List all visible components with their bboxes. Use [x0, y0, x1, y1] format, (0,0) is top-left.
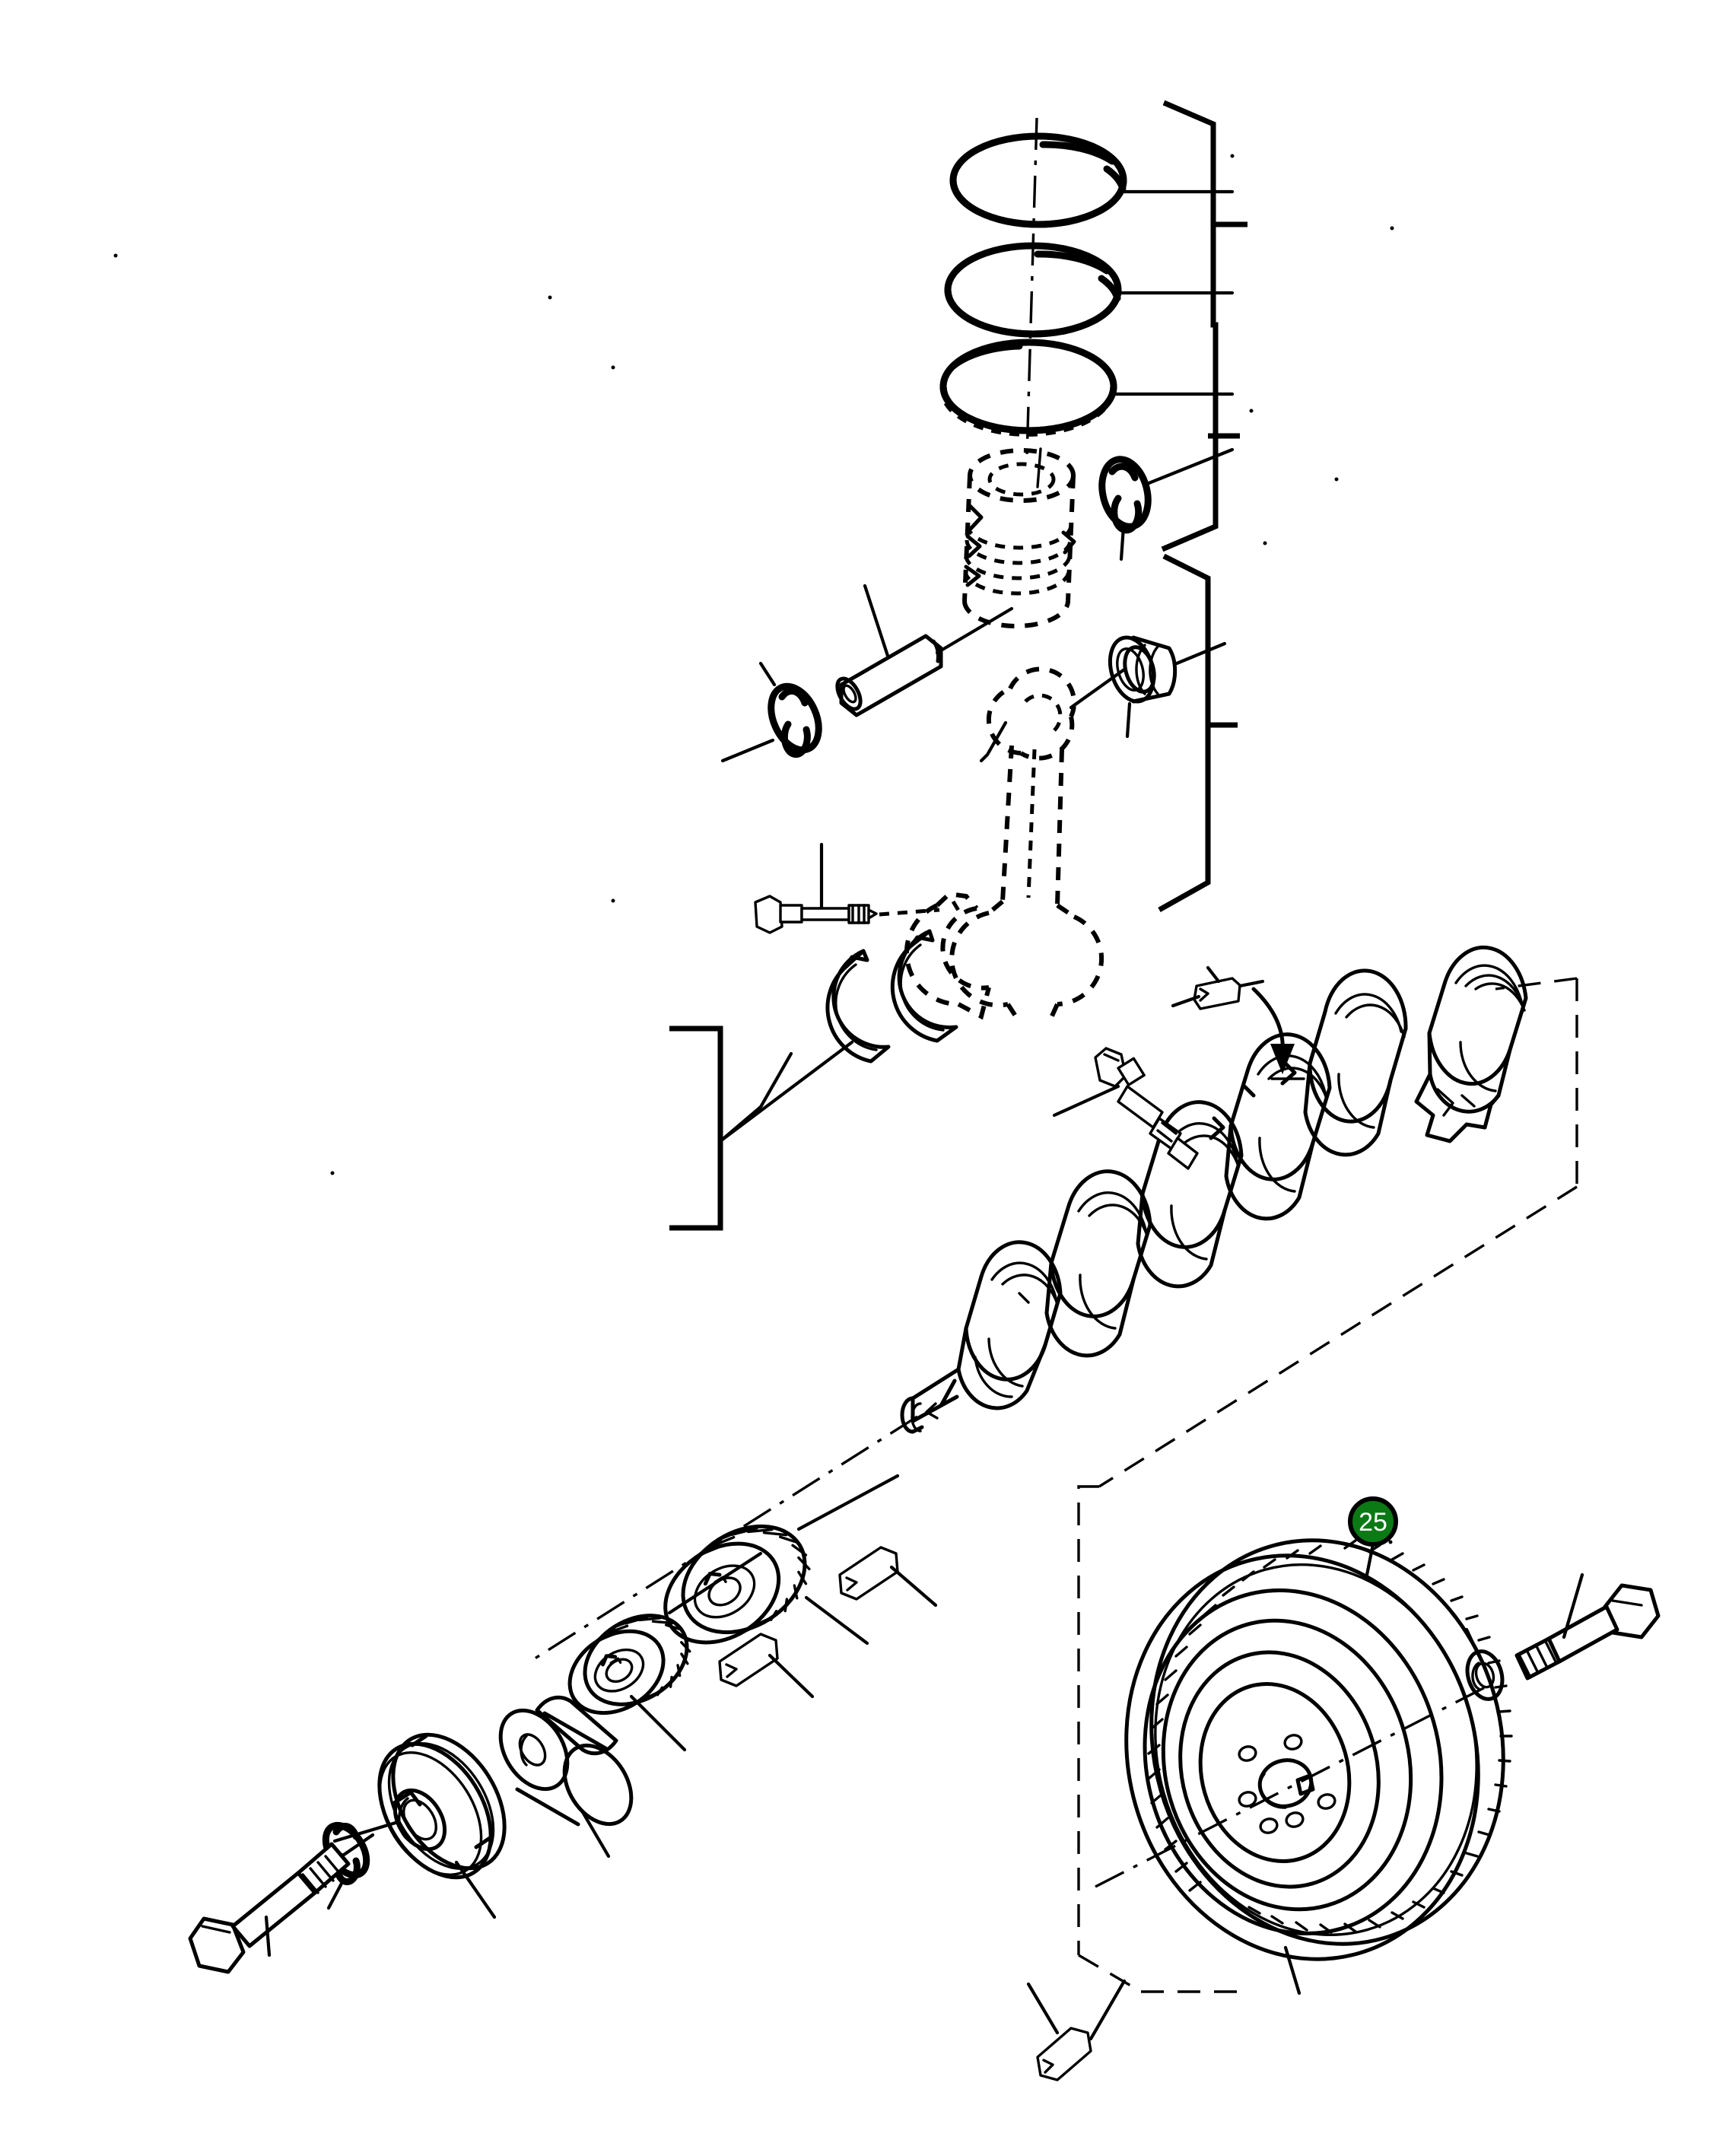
flywheel-axis	[1095, 1683, 1492, 1888]
piston-centerline	[1025, 117, 1038, 457]
big-end-bearing-lower	[890, 929, 958, 1043]
crankshaft-centerline	[532, 1415, 918, 1662]
flywheel-washer	[1464, 1627, 1505, 1701]
callout-badge-label: 25	[1359, 1508, 1387, 1537]
timing-gear-small	[567, 1551, 763, 1752]
flywheel	[1124, 1538, 1513, 1995]
pulley-bolt	[188, 1833, 375, 1974]
piston-pin	[835, 584, 1014, 717]
circlip-right	[1098, 447, 1235, 561]
crank-flywheel-boundary	[1077, 977, 1578, 1993]
crankshaft	[900, 945, 1528, 1434]
crank-pulley	[332, 1732, 507, 1919]
woodruff-key-1	[838, 1546, 938, 1607]
scan-artifacts	[113, 154, 1394, 1544]
crankshaft-dowel	[1171, 965, 1305, 1080]
piston-ring-top	[949, 132, 1235, 228]
connecting-rod	[949, 666, 1127, 1022]
piston-assembly-bracket	[1161, 100, 1247, 552]
crankshaft-rear-flange	[1414, 945, 1528, 1143]
callout-badge-25[interactable]: 25	[1348, 1496, 1398, 1577]
circlip-left	[720, 661, 822, 763]
connecting-rod-cap	[904, 891, 991, 1020]
connecting-rod-bolt	[754, 842, 940, 934]
flywheel-bolt	[1514, 1572, 1661, 1681]
piston-ring-second	[944, 242, 1235, 338]
big-end-bearing-upper	[825, 949, 891, 1064]
woodruff-key-2	[718, 1633, 815, 1699]
piston-ring-oil	[939, 339, 1235, 437]
pulley-hub-spacer	[498, 1695, 634, 1859]
bearing-shell-bracket	[669, 1026, 854, 1231]
conrod-assembly-bracket	[1158, 433, 1240, 913]
callout-badge-circle	[1348, 1496, 1398, 1547]
piston	[962, 448, 1076, 628]
main-bearing-bolt	[1052, 1047, 1199, 1170]
piston-pin-axis	[1036, 447, 1042, 488]
small-end-bush-lower	[1123, 645, 1156, 694]
flywheel-dowel	[1026, 1979, 1127, 2081]
